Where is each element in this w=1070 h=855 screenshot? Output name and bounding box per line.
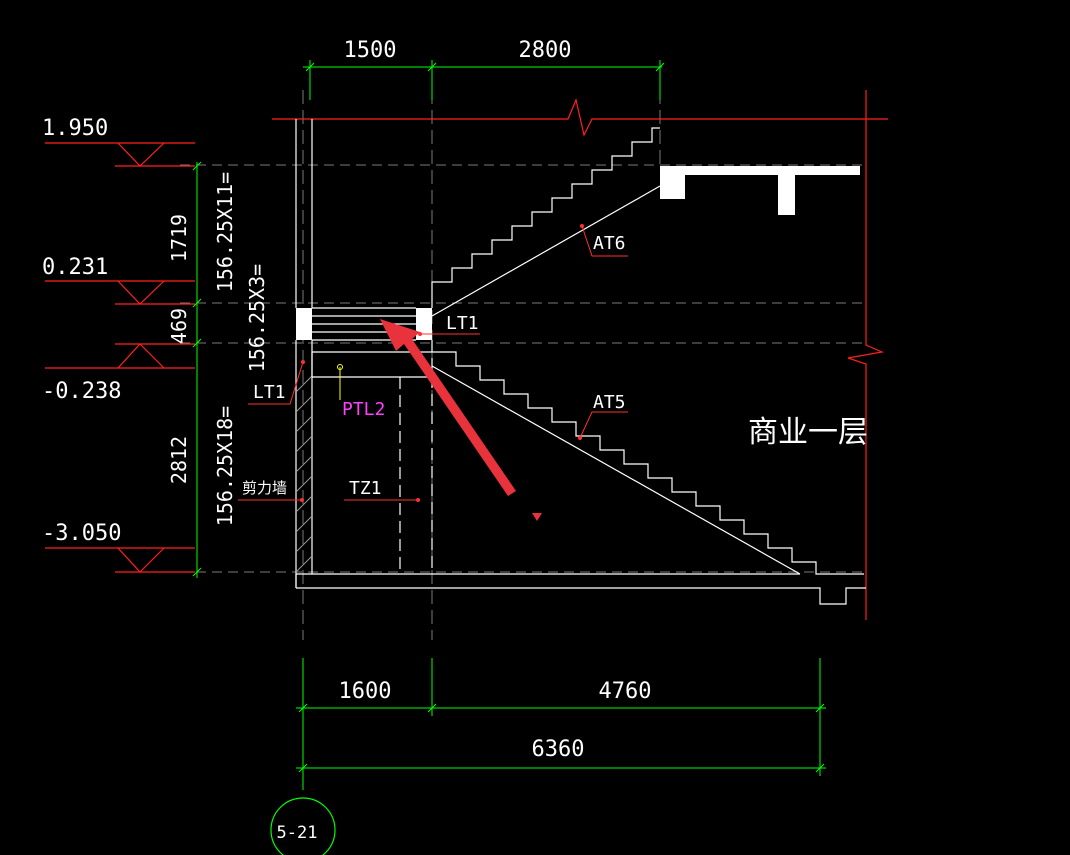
- leaders: [238, 225, 628, 501]
- upper-slab-line: [272, 98, 888, 137]
- axis-bubble-label: 5-21: [277, 823, 318, 843]
- label-ptl2: PTL2: [342, 399, 385, 420]
- label-tz1: TZ1: [349, 478, 382, 499]
- dim-1500: 1500: [344, 38, 397, 63]
- vdim-469: 469: [167, 308, 191, 344]
- right-break-line: [847, 90, 885, 620]
- cursor-marker[interactable]: [532, 513, 542, 521]
- reference-lines: [180, 70, 865, 640]
- label-at6: AT6: [593, 233, 626, 254]
- shear-wall-hatch: [295, 375, 313, 573]
- flight-at5-steps: [432, 351, 864, 575]
- ground-slab-bottom: [296, 587, 866, 605]
- flight-at6-soffit: [431, 185, 661, 317]
- leader-dots: [300, 224, 584, 502]
- label-lt1-right: LT1: [446, 313, 479, 334]
- upper-floor-slab: [660, 166, 860, 215]
- ground-slab: [295, 573, 800, 588]
- level-0231: 0.231: [42, 255, 108, 280]
- dim-6360: 6360: [532, 737, 585, 762]
- vdim-1719: 1719: [167, 214, 191, 262]
- dim-1600: 1600: [339, 679, 392, 704]
- step-formula-upper: 156.25X11=: [213, 172, 237, 292]
- axis-bubble: [270, 797, 336, 855]
- vdim-2812: 2812: [167, 436, 191, 484]
- vertical-dimension: [192, 161, 202, 578]
- label-floor-name: 商业一层: [748, 415, 868, 450]
- bottom-dimension: [296, 658, 826, 790]
- column-tz1: [311, 340, 433, 574]
- level-1950: 1.950: [42, 116, 108, 141]
- label-lt1-left: LT1: [253, 382, 286, 403]
- level-m0238: -0.238: [42, 379, 121, 404]
- label-at5: AT5: [593, 392, 626, 413]
- level-markers: [45, 142, 195, 573]
- flight-at6-steps: [431, 127, 660, 308]
- dim-4760: 4760: [599, 679, 652, 704]
- level-m3050: -3.050: [42, 521, 121, 546]
- red-annotation-arrow: [380, 319, 516, 496]
- label-shear-wall: 剪力墙: [242, 479, 287, 497]
- flight-at5-soffit: [431, 365, 801, 575]
- step-formula-lower: 156.25X18=: [213, 406, 237, 526]
- step-formula-middle: 156.25X3=: [245, 264, 269, 372]
- dim-2800: 2800: [519, 38, 572, 63]
- ptl2-dot: [337, 364, 343, 370]
- top-dimension: [303, 60, 665, 100]
- left-wall: [295, 119, 313, 588]
